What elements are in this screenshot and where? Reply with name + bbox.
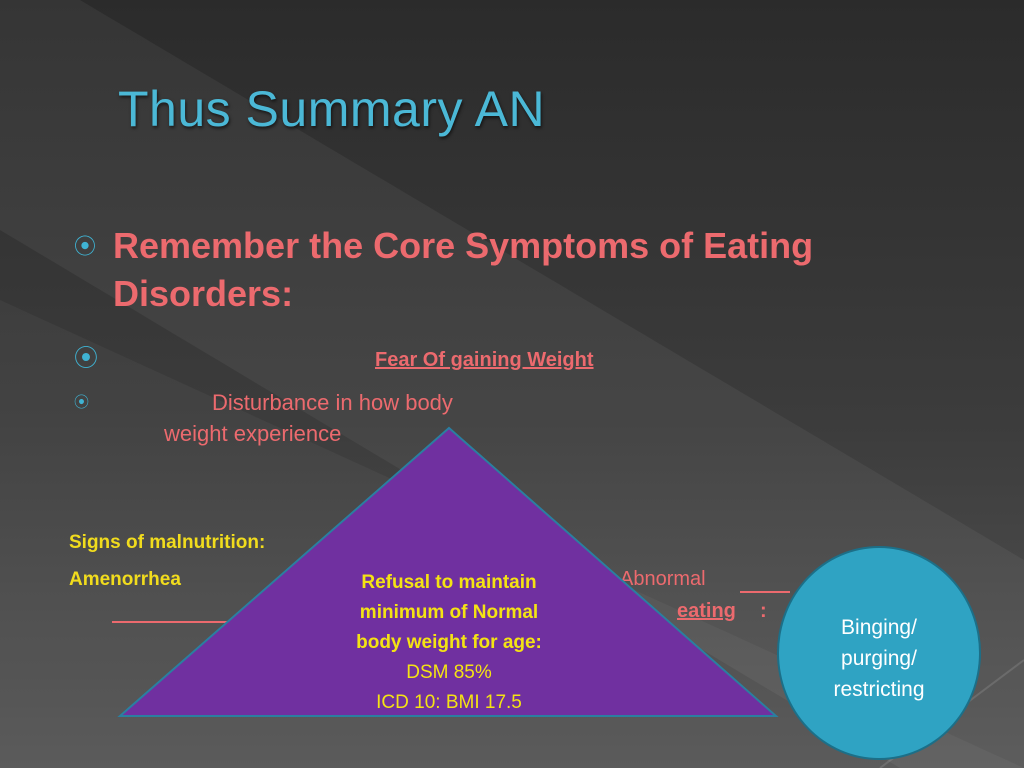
triangle-line-1: Refusal to maintain bbox=[361, 572, 537, 593]
slide-title: Thus Summary AN bbox=[118, 81, 546, 137]
bullet-target-icon: ⦿ bbox=[74, 394, 90, 411]
circle-line-1: Binging/ bbox=[841, 616, 917, 639]
triangle-line-icd: ICD 10: BMI 17.5 bbox=[376, 692, 522, 713]
amenorrhea-label: Amenorrhea bbox=[69, 569, 181, 590]
circle-text: Binging/ purging/ restricting bbox=[777, 612, 981, 705]
abnormal-underline bbox=[740, 591, 790, 593]
bullet-target-icon: ⦿ bbox=[74, 345, 98, 372]
triangle-line-2: minimum of Normal bbox=[359, 602, 539, 623]
bullet-disturbance-line2: weight experience bbox=[164, 421, 342, 446]
triangle-line-3: body weight for age: bbox=[356, 632, 542, 653]
bullet-target-icon: ⦿ bbox=[74, 234, 97, 259]
bullet-fear-of-weight: Fear Of gaining Weight bbox=[375, 349, 594, 371]
eating-label: eating bbox=[677, 600, 736, 622]
eating-colon: : bbox=[760, 600, 767, 622]
amenorrhea-underline bbox=[112, 621, 227, 623]
circle-line-3: restricting bbox=[833, 678, 925, 701]
triangle-text: Refusal to maintain minimum of Normal bo… bbox=[304, 568, 594, 718]
abnormal-label: Abnormal bbox=[620, 568, 706, 590]
binging-circle bbox=[777, 546, 981, 760]
circle-line-2: purging/ bbox=[841, 647, 917, 670]
bullet-disturbance-line1: Disturbance in how body bbox=[212, 390, 453, 415]
signs-of-malnutrition-label: Signs of malnutrition: bbox=[69, 532, 266, 553]
triangle-line-dsm: DSM 85% bbox=[406, 662, 492, 683]
bullet-core-symptoms: Remember the Core Symptoms of Eating Dis… bbox=[113, 225, 814, 314]
